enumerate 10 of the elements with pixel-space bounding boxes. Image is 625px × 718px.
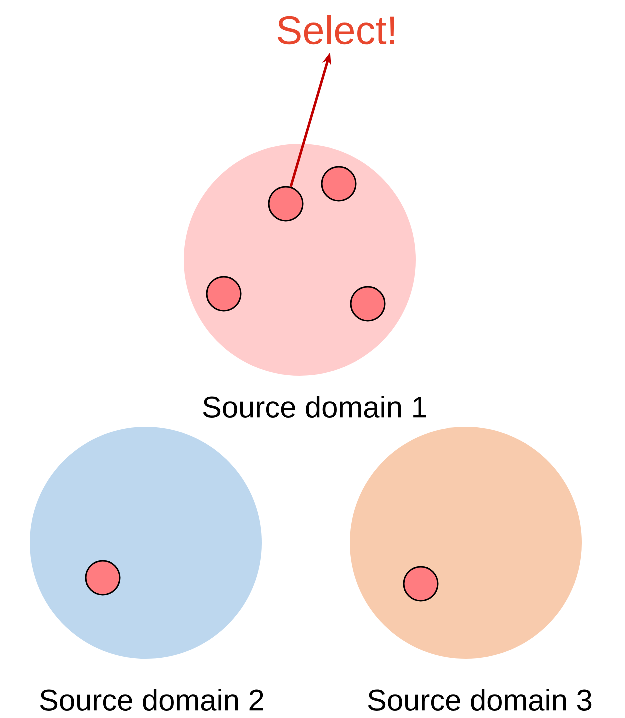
sample-dot [321, 166, 357, 202]
sample-dot [403, 566, 439, 602]
sample-dot [268, 186, 304, 222]
sample-dot [206, 276, 242, 312]
domain-label: Source domain 1 [203, 396, 426, 418]
domain-label: Source domain 3 [368, 689, 592, 711]
select-label: Select! [278, 15, 394, 45]
sample-dot [85, 560, 121, 596]
sample-dot [350, 286, 386, 322]
domain-label: Source domain 2 [40, 689, 264, 711]
